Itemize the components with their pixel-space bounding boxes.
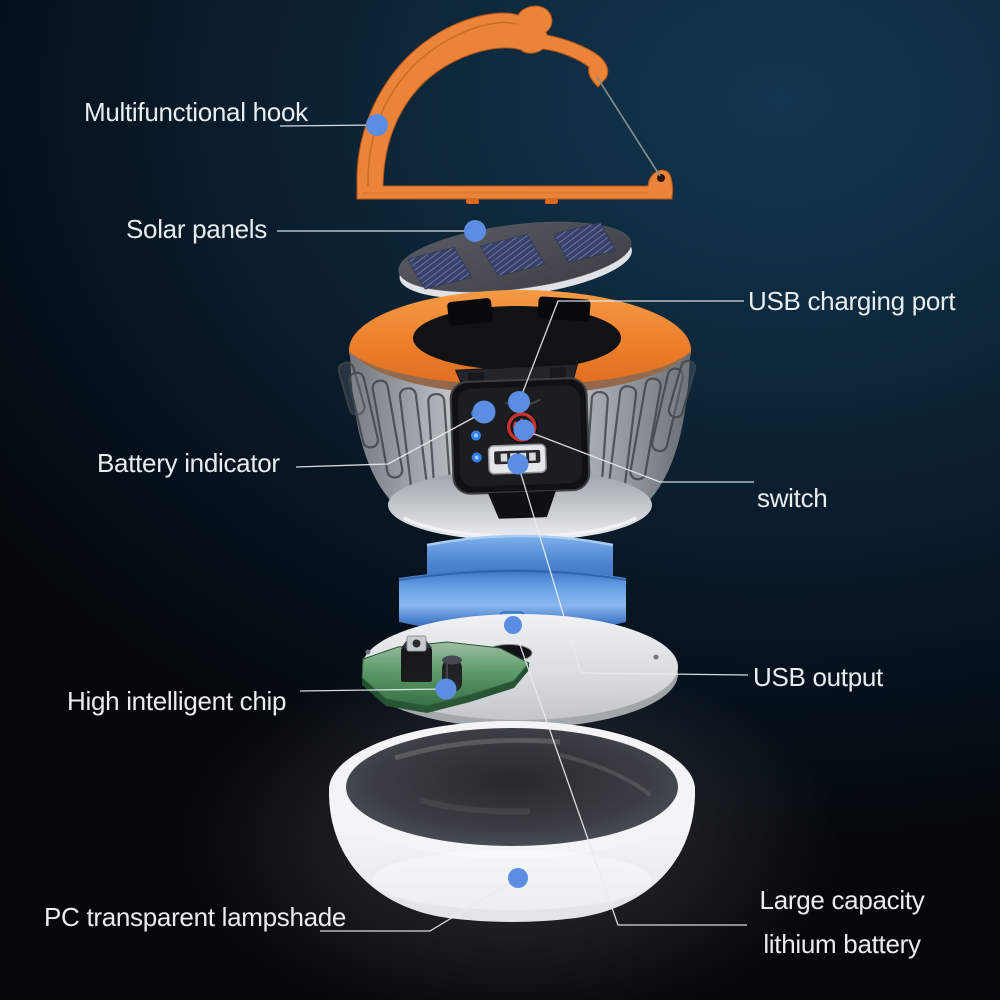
label-usb-charging-port: USB charging port xyxy=(748,286,956,316)
hook-hole xyxy=(657,174,665,182)
label-lithium-battery: Large capacity lithium battery xyxy=(742,878,942,966)
label-pc-transparent-lampshade: PC transparent lampshade xyxy=(44,902,347,932)
callout-dot-usb-output xyxy=(507,453,529,475)
callout-dot-lampshade xyxy=(508,868,528,888)
callout-line-chip xyxy=(299,688,447,692)
callout-line-battery-indicator xyxy=(295,411,485,468)
callout-line-hook xyxy=(279,124,378,127)
solar-panel-disc xyxy=(398,221,632,299)
label-high-intelligent-chip: High intelligent chip xyxy=(67,686,287,716)
solar-cell xyxy=(479,233,546,277)
callout-dot-hook xyxy=(366,114,388,136)
callout-line-lampshade xyxy=(320,877,519,932)
callout-dot-chip xyxy=(435,678,457,700)
callout-lines xyxy=(277,124,754,932)
callout-line-switch xyxy=(523,429,754,483)
label-solar-panels: Solar panels xyxy=(126,214,267,244)
label-battery-indicator: Battery indicator xyxy=(97,448,280,478)
lampshade-transparent-top xyxy=(346,728,678,846)
callout-line-usb-output xyxy=(517,463,749,676)
solar-cell xyxy=(406,246,473,290)
ring-opening xyxy=(413,306,621,370)
label-lithium-battery-line2: lithium battery xyxy=(763,929,921,959)
label-multifunctional-hook: Multifunctional hook xyxy=(84,97,308,127)
callout-dot-usb-charging xyxy=(508,391,530,413)
solar-cell xyxy=(552,221,617,263)
hook xyxy=(356,5,674,204)
callout-dots xyxy=(366,114,535,888)
callout-dot-battery xyxy=(504,616,522,634)
callout-dot-switch xyxy=(513,419,535,441)
hook-groove xyxy=(367,21,517,187)
callout-line-battery xyxy=(512,624,747,926)
callout-line-usb-charging xyxy=(518,300,744,403)
hook-tab xyxy=(545,199,558,204)
lamp-body xyxy=(337,290,697,541)
hook-tab xyxy=(466,199,479,204)
label-lithium-battery-line1: Large capacity xyxy=(759,885,925,915)
label-switch: switch xyxy=(757,483,828,513)
lampshade xyxy=(182,650,842,1000)
label-usb-output: USB output xyxy=(753,662,883,692)
callout-dot-battery-indicator xyxy=(472,400,496,424)
callout-dot-solar xyxy=(464,220,486,242)
hook-wire xyxy=(596,76,661,177)
